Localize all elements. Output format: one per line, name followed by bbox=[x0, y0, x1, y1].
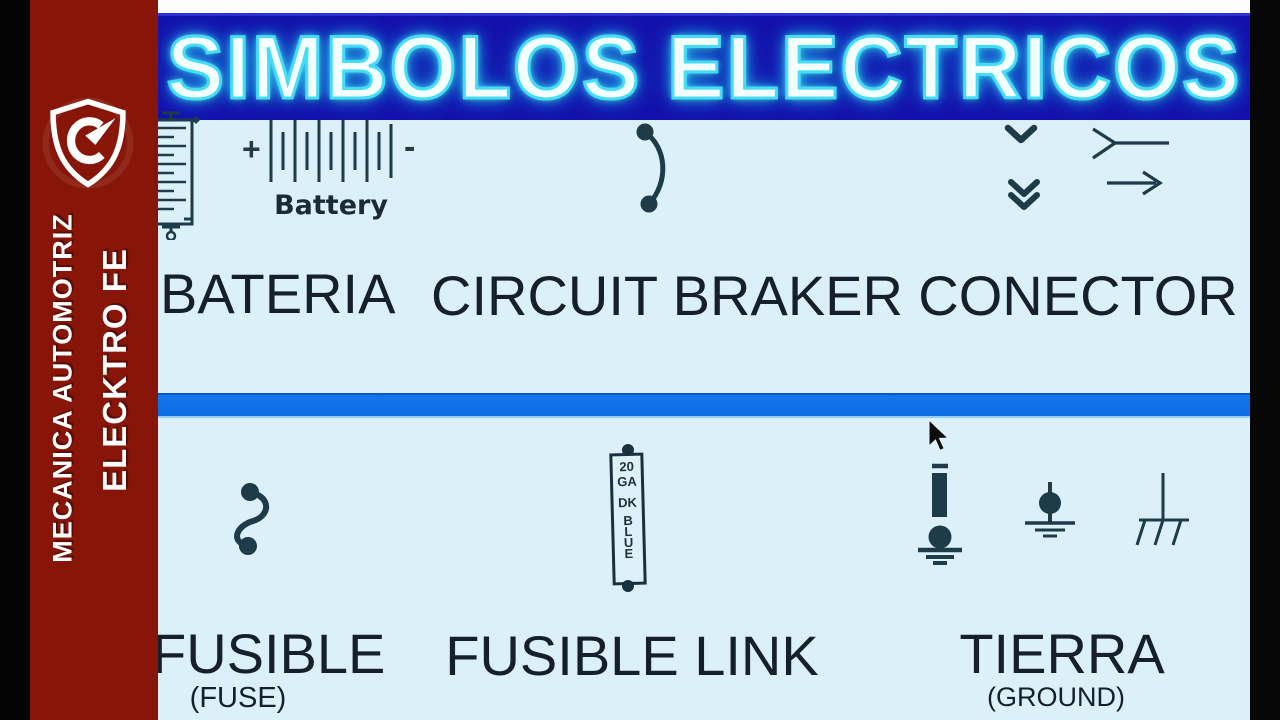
connector-symbols bbox=[1004, 124, 1169, 210]
shield-logo-icon bbox=[42, 97, 134, 189]
chevron-connector-icon bbox=[1004, 124, 1038, 144]
mouse-cursor bbox=[928, 419, 950, 452]
battery-cell-lines-symbol: + - Battery bbox=[242, 120, 415, 220]
top-white-strip bbox=[158, 0, 1250, 13]
sublabel-ground: (GROUND) bbox=[987, 682, 1125, 712]
label-tierra: TIERRA bbox=[959, 622, 1165, 685]
bolt-ground-symbol bbox=[918, 463, 962, 565]
fusible-link-capsule-symbol: 20 GA DK BLUE bbox=[609, 444, 647, 592]
chassis-ground-symbol bbox=[1135, 473, 1189, 546]
label-bateria: BATERIA bbox=[160, 262, 396, 325]
arrow-connector-icon bbox=[1107, 170, 1163, 196]
y-junction-connector-icon bbox=[1092, 127, 1169, 160]
battery-plus-sign: + bbox=[242, 131, 261, 167]
fusible-link-body: 20 GA DK BLUE bbox=[609, 452, 647, 586]
vertical-battery-symbol bbox=[158, 111, 200, 240]
battery-minus-sign: - bbox=[404, 128, 415, 166]
sidebar-text-line2: ELECKTRO FE bbox=[96, 248, 133, 492]
label-fusible: FUSIBLE bbox=[158, 622, 386, 685]
fusible-link-color1: DK bbox=[617, 494, 638, 511]
slide-content: SIMBOLOS ELECTRICOS + bbox=[158, 0, 1250, 720]
double-chevron-connector-icon bbox=[1008, 179, 1040, 197]
page-title: SIMBOLOS ELECTRICOS bbox=[165, 18, 1242, 118]
channel-sidebar: MECANICA AUTOMOTRIZ ELECKTRO FE bbox=[30, 0, 158, 720]
right-black-bar bbox=[1250, 0, 1280, 720]
title-banner: SIMBOLOS ELECTRICOS bbox=[158, 13, 1250, 120]
fusible-link-bottom-dot bbox=[622, 580, 634, 592]
label-conector: CONECTOR bbox=[918, 264, 1238, 327]
section-divider bbox=[158, 393, 1250, 418]
fuse-s-curve-symbol bbox=[234, 483, 270, 555]
label-circuit-braker: CIRCUIT BRAKER bbox=[431, 264, 903, 327]
fusible-link-top-dot bbox=[622, 444, 634, 456]
label-fusible-link: FUSIBLE LINK bbox=[445, 624, 819, 687]
circuit-breaker-arc-symbol bbox=[636, 123, 666, 213]
fusible-link-color2: BLUE bbox=[620, 512, 637, 557]
sublabel-fuse: (FUSE) bbox=[189, 682, 287, 714]
sidebar-text-line1: MECANICA AUTOMOTRIZ bbox=[47, 213, 78, 563]
fusible-link-gauge2: GA bbox=[617, 473, 637, 490]
fusible-link-gauge1: 20 bbox=[619, 458, 635, 475]
battery-caption: Battery bbox=[274, 190, 388, 220]
stud-ground-symbol bbox=[1025, 482, 1075, 538]
left-black-bar bbox=[0, 0, 30, 720]
